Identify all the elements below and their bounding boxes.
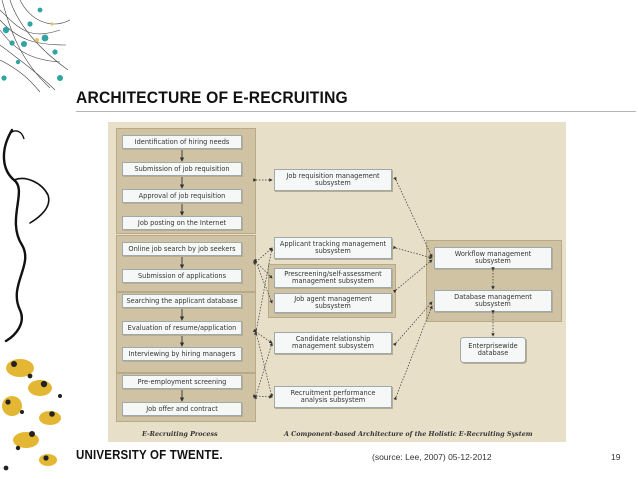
- process-step: Job posting on the Internet: [122, 216, 242, 230]
- decorative-artwork-middle: [2, 128, 50, 343]
- university-logo: UNIVERSITY OF TWENTE.: [76, 448, 223, 462]
- architecture-diagram: Identification of hiring needs Submissio…: [108, 122, 566, 442]
- process-caption: E-Recruiting Process: [142, 430, 218, 438]
- process-step: Searching the applicant database: [122, 294, 242, 308]
- process-step: Online job search by job seekers: [122, 242, 242, 256]
- process-step: Submission of applications: [122, 269, 242, 283]
- enterprisewide-database-box: Enterprisewide database: [460, 337, 526, 363]
- process-step: Submission of job requisition: [122, 162, 242, 176]
- process-step: Pre-employment screening: [122, 375, 242, 389]
- process-step: Job offer and contract: [122, 402, 242, 416]
- connector-arrows: [179, 150, 495, 402]
- slide-title: ARCHITECTURE OF E-RECRUITING: [76, 88, 348, 107]
- subsystem-box: Job agent management subsystem: [274, 293, 392, 313]
- subsystem-box: Recruitment performance analysis subsyst…: [274, 386, 392, 408]
- subsystem-box: Applicant tracking management subsystem: [274, 237, 392, 259]
- process-step: Approval of job requisition: [122, 189, 242, 203]
- process-step: Identification of hiring needs: [122, 135, 242, 149]
- process-step: Evaluation of resume/application: [122, 321, 242, 335]
- title-divider: [76, 111, 636, 112]
- source-citation: (source: Lee, 2007) 05-12-2012: [372, 452, 492, 462]
- subsystem-box: Prescreening/self-assessment management …: [274, 268, 392, 288]
- subsystem-box: Candidate relationship management subsys…: [274, 332, 392, 354]
- decorative-artwork-top: [0, 0, 70, 92]
- architecture-caption: A Component-based Architecture of the Ho…: [284, 430, 533, 438]
- decorative-artwork-bottom: [2, 359, 62, 471]
- subsystem-box: Job requisition management subsystem: [274, 169, 392, 191]
- page-number: 19: [611, 452, 621, 462]
- process-step: Interviewing by hiring managers: [122, 347, 242, 361]
